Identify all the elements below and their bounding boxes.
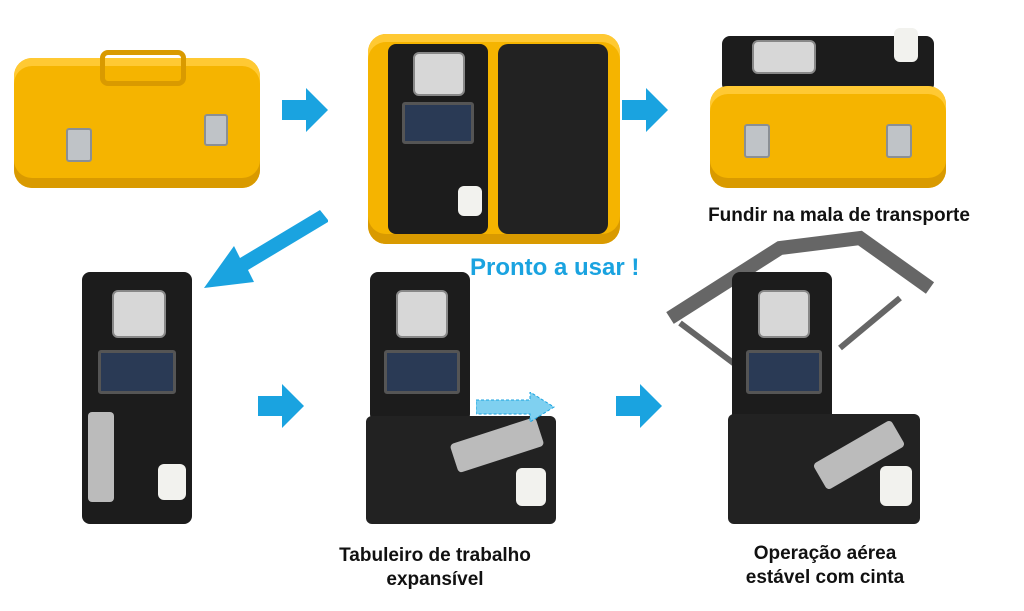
splicer-on-case — [722, 28, 934, 92]
latch — [744, 124, 770, 158]
work-tray — [366, 416, 556, 524]
splicer-head — [112, 290, 166, 338]
case-base — [710, 86, 946, 188]
case-handle — [100, 50, 186, 86]
shoulder-strap — [666, 230, 935, 371]
splicer-screen — [402, 102, 474, 144]
alcohol-bottle — [458, 186, 482, 216]
cleaver — [88, 412, 114, 502]
alcohol-bottle — [894, 28, 918, 62]
splicer-strap — [732, 272, 832, 422]
latch — [886, 124, 912, 158]
open-case — [368, 34, 620, 244]
caption-strap: Operação aérea estável com cinta — [690, 542, 960, 590]
caption-transport: Fundir na mala de transporte — [708, 205, 970, 226]
fusion-splicer — [388, 44, 488, 234]
splicer-head — [758, 290, 810, 338]
work-tray — [728, 414, 920, 524]
splicer-expanded — [370, 272, 470, 422]
alcohol-bottle — [158, 464, 186, 500]
arrow-right-icon — [622, 88, 668, 132]
caption-strap-line2: estável com cinta — [745, 567, 905, 588]
arrow-right-icon — [616, 384, 662, 428]
splicer-head — [752, 40, 816, 74]
arrow-down-left-icon — [204, 210, 328, 288]
alcohol-bottle — [880, 466, 912, 506]
splicer-screen — [98, 350, 176, 394]
dotted-arrow-right-icon — [476, 392, 555, 422]
caption-strap-line1: Operação aérea — [753, 543, 897, 564]
cleaver — [449, 416, 545, 474]
latch — [66, 128, 92, 162]
splicer-screen — [746, 350, 822, 394]
arrow-right-icon — [282, 88, 328, 132]
splicer-compact — [82, 272, 192, 524]
closed-case — [14, 50, 260, 188]
caption-tray: Tabuleiro de trabalho expansível — [290, 544, 580, 592]
splicer-head — [396, 290, 448, 338]
arrow-right-icon — [258, 384, 304, 428]
splicer-head — [413, 52, 465, 96]
splicer-screen — [384, 350, 460, 394]
ready-label: Pronto a usar ! — [470, 254, 640, 281]
case-lid-interior — [498, 44, 608, 234]
alcohol-bottle — [516, 468, 546, 506]
latch — [204, 114, 228, 146]
caption-tray-line1: Tabuleiro de trabalho — [339, 545, 531, 566]
caption-tray-line2: expansível — [386, 569, 484, 590]
